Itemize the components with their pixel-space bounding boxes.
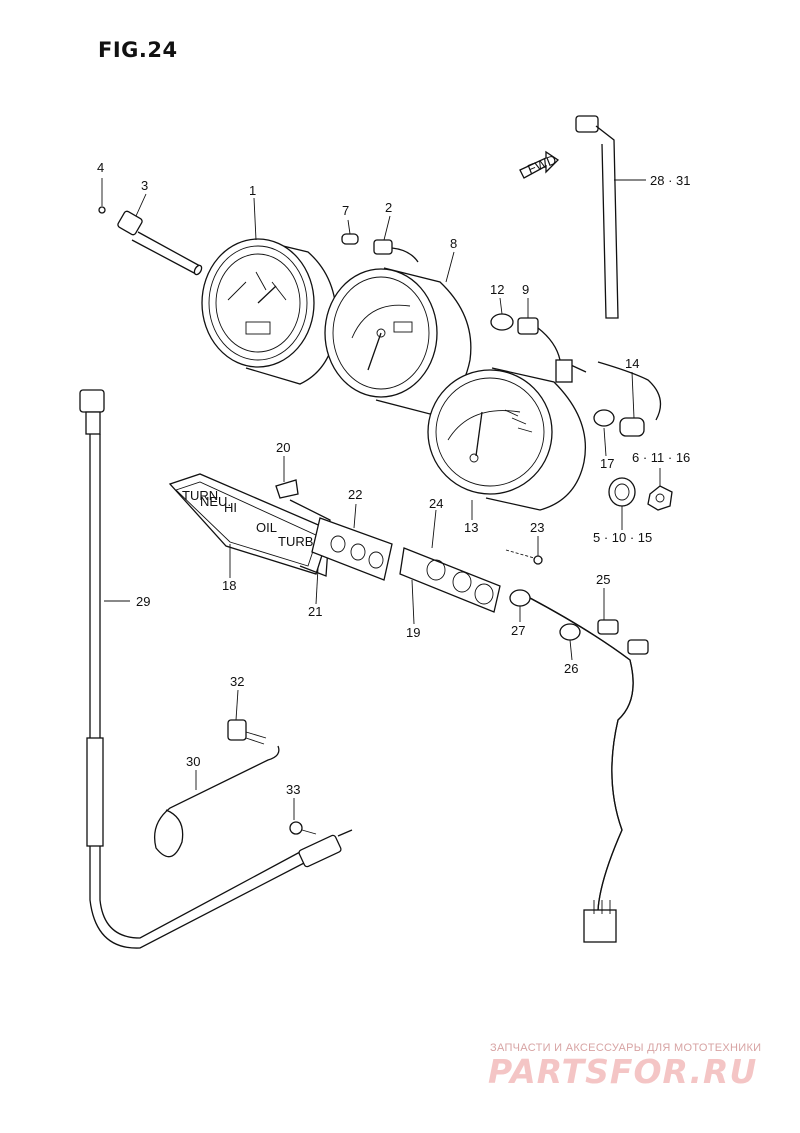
part-30-spring-clip: [153, 745, 280, 858]
part-24-socket-plate: [399, 547, 501, 613]
callout-3: 3: [141, 178, 148, 193]
callout-labels: 4 3 1 7 2 8 12 9 28 · 31 14 17 6 · 11 · …: [97, 160, 690, 797]
part-2-socket: [373, 239, 419, 263]
part-3-cable-fitting: [117, 210, 203, 276]
callout-1: 1: [249, 183, 256, 198]
callout-30: 30: [186, 754, 200, 769]
callout-25: 25: [596, 572, 610, 587]
part-25-wiring-harness: [529, 597, 634, 943]
part-14-socket: [597, 361, 662, 437]
watermark-logo: PARTSFOR.RU: [488, 1052, 758, 1091]
callout-9: 9: [522, 282, 529, 297]
part-23-screw: [505, 549, 543, 565]
part-1-tachometer: [201, 238, 338, 385]
callout-26: 26: [564, 661, 578, 676]
svg-text:OIL: OIL: [256, 520, 277, 535]
part-33-screw: [289, 821, 317, 835]
figure-title: FIG.24: [98, 38, 178, 62]
callout-23: 23: [530, 520, 544, 535]
part-29-speedometer-cable: [79, 389, 353, 949]
part-20-lens: [275, 479, 299, 499]
callout-14: 14: [625, 356, 639, 371]
callout-19: 19: [406, 625, 420, 640]
callout-2: 2: [385, 200, 392, 215]
callout-13: 13: [464, 520, 478, 535]
svg-text:NEU.: NEU.: [200, 494, 231, 509]
callout-8: 8: [450, 236, 457, 251]
svg-text:TURBO: TURBO: [278, 534, 324, 549]
part-7-bulb: [341, 233, 359, 245]
callout-24: 24: [429, 496, 443, 511]
callout-17: 17: [600, 456, 614, 471]
svg-text:TURN: TURN: [182, 488, 218, 503]
part-13-gauge: [427, 367, 587, 511]
callout-28-31: 28 · 31: [650, 173, 690, 188]
part-6-11-16-nut: [647, 485, 673, 511]
callout-4: 4: [97, 160, 104, 175]
fwd-arrow-icon: FWD: [519, 150, 560, 179]
callout-27: 27: [511, 623, 525, 638]
leader-lines: [101, 178, 661, 820]
watermark-caption: ЗАПЧАСТИ И АКСЕССУАРЫ ДЛЯ МОТОТЕХНИКИ: [490, 1042, 762, 1054]
callout-29: 29: [136, 594, 150, 609]
callout-21: 21: [308, 604, 322, 619]
part-26-socket: [559, 619, 649, 655]
part-4-screw: [98, 206, 106, 214]
part-32-bolt: [227, 719, 267, 745]
part-9-socket: [517, 317, 587, 383]
part-28-31-cable-tie: [575, 115, 619, 319]
callout-33: 33: [286, 782, 300, 797]
svg-text:HI: HI: [224, 500, 237, 515]
callout-18: 18: [222, 578, 236, 593]
svg-text:FWD: FWD: [525, 152, 558, 177]
part-5-10-15-grommet: [608, 477, 636, 507]
callout-20: 20: [276, 440, 290, 455]
callout-32: 32: [230, 674, 244, 689]
part-17-bulb: [593, 409, 615, 427]
callout-6-11-16: 6 · 11 · 16: [632, 450, 690, 465]
part-22-gasket: [311, 517, 393, 581]
part-18-indicator-panel: TURN NEU. HI OIL TURBO: [168, 473, 331, 575]
callout-12: 12: [490, 282, 504, 297]
callout-5-10-15: 5 · 10 · 15: [593, 530, 652, 545]
part-27-bulb: [509, 589, 531, 607]
part-12-bulb: [490, 313, 514, 331]
callout-22: 22: [348, 487, 362, 502]
callout-7: 7: [342, 203, 349, 218]
